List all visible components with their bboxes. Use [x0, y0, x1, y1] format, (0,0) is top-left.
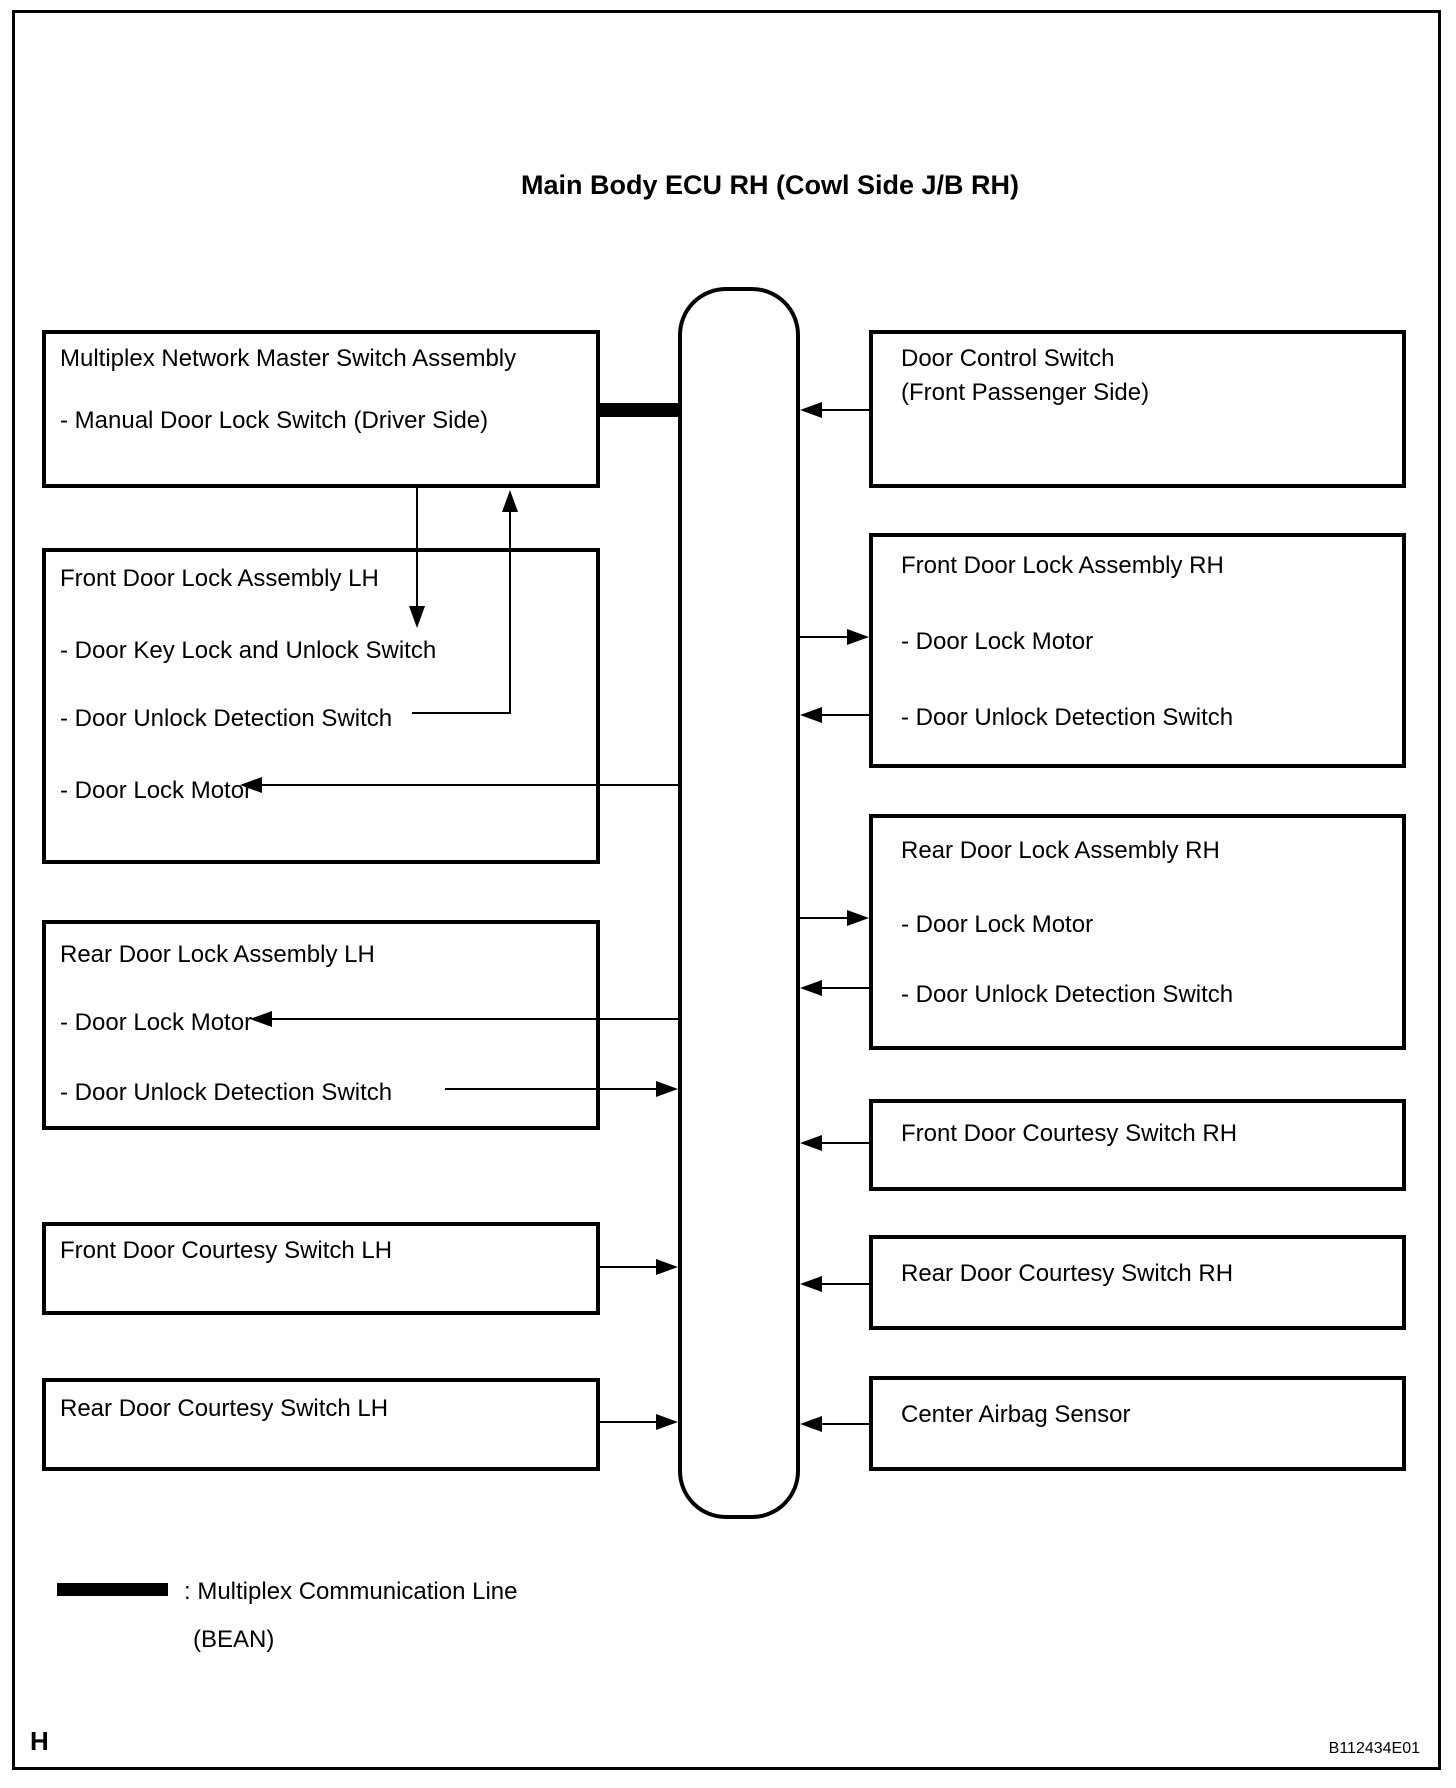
box-title: Center Airbag Sensor: [901, 1401, 1131, 1428]
box-front-door-courtesy-switch-rh: Front Door Courtesy Switch RH: [869, 1099, 1406, 1191]
box-title: Front Door Courtesy Switch RH: [901, 1120, 1238, 1147]
box-door-control-switch: Door Control Switch (Front Passenger Sid…: [869, 330, 1406, 488]
arrow-line-rear-courtesy-lh-to-ecu: [600, 1421, 658, 1423]
arrowhead-left-icon: [800, 980, 822, 996]
arrow-line-master-to-key-switch: [416, 488, 418, 608]
legend-label-line2: (BEAN): [193, 1626, 275, 1653]
arrowhead-right-icon: [847, 910, 869, 926]
page-border: [12, 10, 1441, 1770]
arrowhead-right-icon: [656, 1414, 678, 1430]
arrow-line-rear-lh-unlock-to-ecu: [445, 1088, 658, 1090]
box-title: Front Door Courtesy Switch LH: [60, 1237, 393, 1264]
box-front-door-lock-assembly-rh: Front Door Lock Assembly RH - Door Lock …: [869, 533, 1406, 768]
box-title: Rear Door Courtesy Switch LH: [60, 1395, 389, 1422]
arrowhead-left-icon: [240, 777, 262, 793]
box-rear-door-courtesy-switch-rh: Rear Door Courtesy Switch RH: [869, 1235, 1406, 1330]
arrowhead-left-icon: [800, 1416, 822, 1432]
box-item: - Door Lock Motor: [901, 628, 1094, 655]
box-item: - Door Key Lock and Unlock Switch: [60, 637, 437, 664]
arrow-line-ecu-to-rear-lh-motor: [272, 1018, 678, 1020]
arrowhead-right-icon: [656, 1259, 678, 1275]
legend-label-line1: : Multiplex Communication Line: [184, 1578, 518, 1605]
multiplex-line-legend-swatch: [57, 1583, 168, 1596]
box-title: Rear Door Courtesy Switch RH: [901, 1260, 1234, 1287]
arrow-line-ecu-to-rear-rh-motor: [800, 917, 849, 919]
box-item: - Door Unlock Detection Switch: [60, 705, 393, 732]
arrowhead-left-icon: [800, 1135, 822, 1151]
box-item: - Door Unlock Detection Switch: [60, 1079, 393, 1106]
box-front-door-courtesy-switch-lh: Front Door Courtesy Switch LH: [42, 1222, 600, 1315]
box-title: Front Door Lock Assembly RH: [901, 552, 1224, 579]
box-multiplex-network-master-switch: Multiplex Network Master Switch Assembly…: [42, 330, 600, 488]
multiplex-communication-line: [600, 403, 678, 417]
box-rear-door-lock-assembly-rh: Rear Door Lock Assembly RH - Door Lock M…: [869, 814, 1406, 1050]
arrow-line-front-rh-unlock-to-ecu: [820, 714, 869, 716]
box-item: - Door Lock Motor: [60, 1009, 253, 1036]
arrow-line-front-courtesy-lh-to-ecu: [600, 1266, 658, 1268]
arrow-line-unlock-detection-vertical: [509, 510, 511, 714]
arrow-line-rear-rh-unlock-to-ecu: [820, 987, 869, 989]
box-title: Multiplex Network Master Switch Assembly: [60, 345, 517, 372]
box-title: Rear Door Lock Assembly LH: [60, 941, 375, 968]
box-item: - Door Lock Motor: [60, 777, 253, 804]
box-title: Rear Door Lock Assembly RH: [901, 837, 1220, 864]
box-item: - Manual Door Lock Switch (Driver Side): [60, 407, 489, 434]
arrowhead-up-icon: [502, 490, 518, 512]
box-item: - Door Unlock Detection Switch: [901, 981, 1234, 1008]
arrowhead-down-icon: [409, 606, 425, 628]
arrow-line-door-control-to-ecu: [820, 409, 869, 411]
box-front-door-lock-assembly-lh: Front Door Lock Assembly LH - Door Key L…: [42, 548, 600, 864]
arrow-line-ecu-to-front-rh-motor: [800, 636, 849, 638]
arrow-line-rear-courtesy-rh-to-ecu: [820, 1283, 869, 1285]
box-title: Door Control Switch: [901, 345, 1115, 372]
page-marker: H: [30, 1726, 49, 1756]
arrowhead-left-icon: [800, 1276, 822, 1292]
diagram-title: Main Body ECU RH (Cowl Side J/B RH): [520, 170, 1020, 200]
box-rear-door-courtesy-switch-lh: Rear Door Courtesy Switch LH: [42, 1378, 600, 1471]
arrowhead-left-icon: [800, 707, 822, 723]
box-title: Front Door Lock Assembly LH: [60, 565, 379, 592]
arrowhead-left-icon: [800, 402, 822, 418]
box-item: - Door Lock Motor: [901, 911, 1094, 938]
arrowhead-left-icon: [250, 1011, 272, 1027]
arrowhead-right-icon: [847, 629, 869, 645]
figure-code: B112434E01: [1328, 1740, 1420, 1757]
arrowhead-right-icon: [656, 1081, 678, 1097]
arrow-line-front-courtesy-rh-to-ecu: [820, 1142, 869, 1144]
arrow-line-ecu-to-front-lh-motor: [262, 784, 678, 786]
main-body-ecu-shape: [678, 287, 800, 1519]
arrow-line-unlock-detection-horizontal: [412, 712, 510, 714]
box-subtitle: (Front Passenger Side): [901, 379, 1150, 406]
box-rear-door-lock-assembly-lh: Rear Door Lock Assembly LH - Door Lock M…: [42, 920, 600, 1130]
box-item: - Door Unlock Detection Switch: [901, 704, 1234, 731]
arrow-line-airbag-sensor-to-ecu: [820, 1423, 869, 1425]
box-center-airbag-sensor: Center Airbag Sensor: [869, 1376, 1406, 1471]
